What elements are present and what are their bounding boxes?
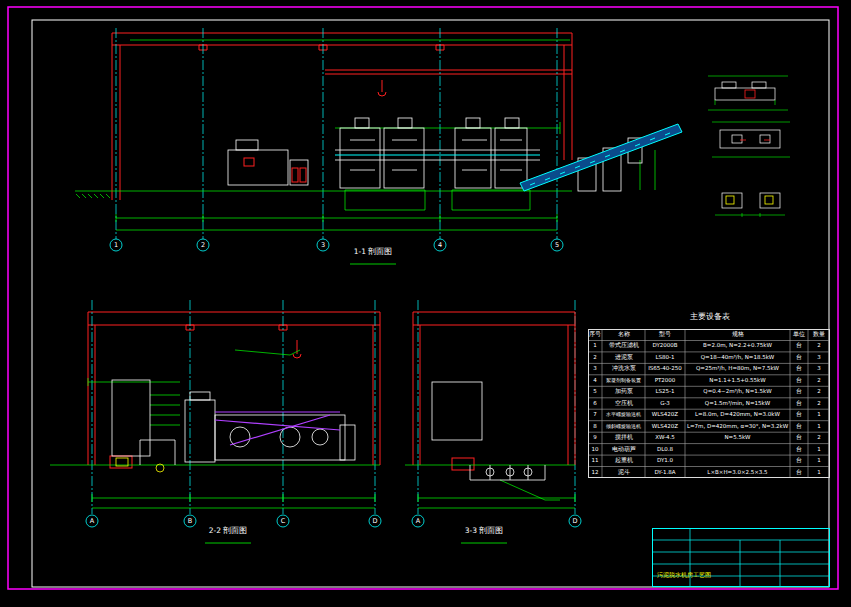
table-cell: 5 [593,389,597,395]
table-cell: 倾斜螺旋输送机 [606,424,641,429]
table-cell: Q=25m³/h, H=80m, N=7.5kW [696,366,779,372]
axis-number: C [281,518,286,525]
axis-number: 4 [438,242,442,249]
table-cell: 12 [592,470,599,476]
table-cell: Q=0.4~2m³/h, N=1.5kW [703,389,771,395]
table-cell: LS25-1 [655,389,674,395]
table-cell: 序号 [589,332,601,338]
table-cell: DY1.0 [657,458,673,464]
table-cell: 冲洗水泵 [612,366,636,372]
table-cell: Q=1.5m³/min, N=15kW [705,401,770,407]
table-cell: 1 [817,447,821,453]
section-title: 2-2 剖面图 [209,527,248,535]
table-cell: 电动葫芦 [612,447,636,453]
table-cell: 搅拌机 [615,435,633,441]
table-cell: 台 [796,378,802,384]
axis-number: 3 [321,242,325,249]
table-cell: 单位 [793,332,805,338]
table-cell: DL0.8 [657,447,673,453]
table-cell: WLS420Z [652,424,678,430]
table-cell: PT2000 [655,378,676,384]
table-cell: 进泥泵 [615,355,633,361]
table-cell: 型号 [659,332,671,338]
table-cell: 台 [796,389,802,395]
axis-number: D [372,518,377,525]
table-cell: 1 [817,458,821,464]
table-cell: 名称 [618,332,630,338]
table-cell: 台 [796,412,802,418]
table-cell: 台 [796,447,802,453]
table-cell: B=2.0m, N=2.2+0.75kW [703,343,772,349]
table-cell: 规格 [732,332,744,338]
table-cell: 2 [817,401,821,407]
table-cell: 台 [796,401,802,407]
table-cell: 11 [592,458,599,464]
table-cell: 3 [593,366,597,372]
table-cell: 3 [817,355,821,361]
table-cell: 台 [796,424,802,430]
table-cell: 台 [796,355,802,361]
table-cell: 加药泵 [615,389,633,395]
axis-number: 1 [114,242,118,249]
table-cell: N=1.1+1.5+0.55kW [709,378,765,384]
table-cell: IS65-40-250 [648,366,682,372]
table-cell: 1 [817,424,821,430]
table-cell: 2 [593,355,597,361]
table-cell: 9 [593,435,597,441]
section-title: 1-1 剖面图 [354,248,393,256]
table-cell: 8 [593,424,597,430]
table-cell: L=7m, D=420mm, α=30°, N=3.2kW [687,424,788,430]
title-block: 污泥脱水机房工艺图 [652,528,830,587]
table-cell: 起重机 [615,458,633,464]
table-cell: Q=18~40m³/h, N=18.5kW [701,355,775,361]
table-cell: L=8.0m, D=420mm, N=3.0kW [695,412,780,418]
table-cell: 泥斗 [618,470,630,476]
table-cell: 2 [817,378,821,384]
axis-number: B [188,518,192,525]
table-cell: 4 [593,378,597,384]
table-cell: 台 [796,470,802,476]
table-cell: 带式压滤机 [609,343,639,349]
table-cell: 台 [796,458,802,464]
table-cell: 1 [593,343,597,349]
table-cell: 7 [593,412,597,418]
axis-number: A [90,518,94,525]
table-cell: 2 [817,389,821,395]
axis-number: 2 [201,242,205,249]
axis-number: 5 [555,242,559,249]
section-title: 3-3 剖面图 [465,527,504,535]
table-cell: 6 [593,401,597,407]
table-cell: L×B×H=3.0×2.5×3.5 [707,470,767,476]
table-heading: 主要设备表 [690,313,730,321]
table-cell: 3 [817,366,821,372]
table-cell: 台 [796,435,802,441]
table-cell: 10 [592,447,599,453]
table-cell: 台 [796,366,802,372]
table-cell: WLS420Z [652,412,678,418]
table-cell: 絮凝剂制备装置 [606,378,641,383]
table-cell: LS80-1 [655,355,674,361]
table-cell: 2 [817,343,821,349]
table-cell: 1 [817,412,821,418]
table-cell: DY-1.8A [654,470,675,476]
table-cell: DY2000B [652,343,677,349]
table-cell: XW-4.5 [655,435,675,441]
table-cell: G-3 [660,401,670,407]
table-cell: 2 [817,435,821,441]
drawing-title: 污泥脱水机房工艺图 [657,573,711,579]
table-cell: 台 [796,343,802,349]
table-cell: N=5.5kW [724,435,750,441]
axis-number: D [572,518,577,525]
axis-number: A [416,518,420,525]
table-cell: 数量 [813,332,825,338]
table-cell: 1 [817,470,821,476]
table-cell: 水平螺旋输送机 [606,412,641,417]
table-cell: 空压机 [615,401,633,407]
